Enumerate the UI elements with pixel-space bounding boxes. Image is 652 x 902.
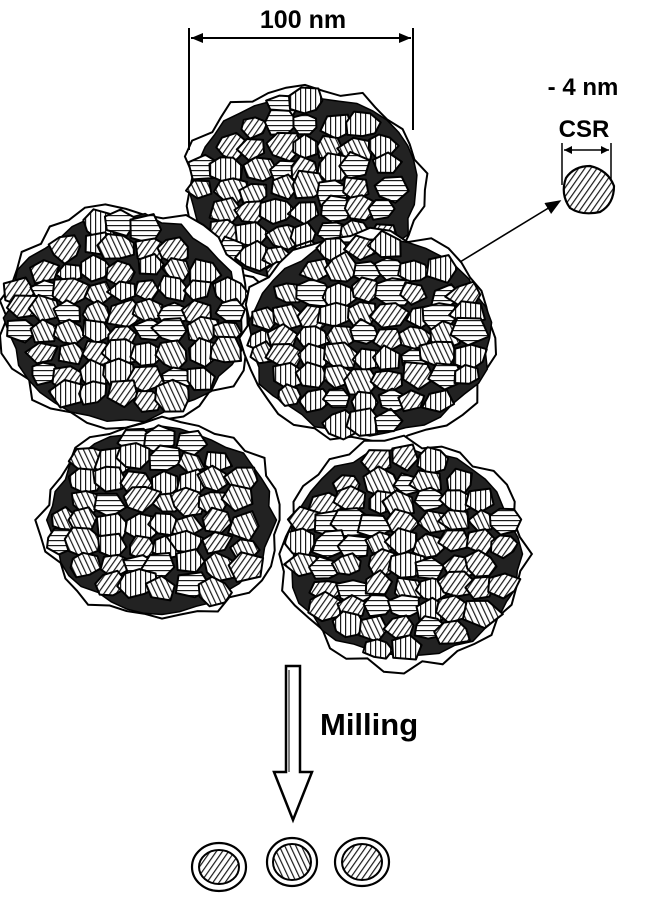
pointer-arrow <box>460 201 560 262</box>
milled-particle <box>335 838 389 886</box>
scale-label-4nm: - 4 nm <box>548 74 619 101</box>
csr-label: CSR <box>559 116 610 143</box>
milled-particle <box>267 838 317 886</box>
agglomerate <box>0 204 248 428</box>
crystallite <box>293 114 316 134</box>
agglomerates <box>0 85 532 674</box>
milled-particle <box>192 843 246 891</box>
milling-label: Milling <box>320 707 418 742</box>
crystallite <box>488 574 520 599</box>
crystallite <box>289 88 322 114</box>
crystallite <box>210 157 243 182</box>
crystallite <box>278 384 301 406</box>
agglomerate <box>35 417 279 619</box>
csr-crystallite <box>564 166 614 213</box>
scale-label-100nm: 100 nm <box>260 6 346 34</box>
crystallite <box>420 342 457 366</box>
milling-arrow <box>274 666 312 820</box>
agglomerate <box>279 436 532 674</box>
milled-particles <box>192 838 389 891</box>
csr-crystallite-group: - 4 nm CSR <box>548 74 619 213</box>
crystallite <box>155 380 189 412</box>
